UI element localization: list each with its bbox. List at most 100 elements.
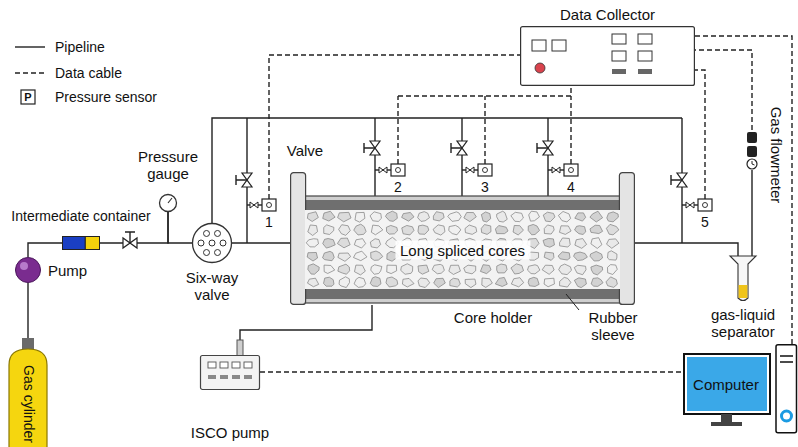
gauge-dial (160, 195, 177, 212)
pipeline (168, 212, 192, 243)
rock-grain (371, 225, 382, 235)
callout-number: 2 (394, 179, 402, 195)
rock-grain (560, 277, 571, 287)
rock-grain (497, 211, 508, 222)
rock-grain (401, 264, 413, 274)
rock-grain (418, 225, 429, 234)
collector-display (552, 40, 566, 51)
pump-button (232, 375, 240, 379)
rock-grain (307, 212, 318, 222)
collector-lamp (535, 63, 545, 73)
rock-grain (511, 212, 524, 221)
rock-grain (482, 278, 493, 287)
rock-grain (464, 265, 476, 274)
rock-grain (511, 264, 524, 274)
rock-grain (324, 225, 334, 235)
callout-number: 3 (481, 179, 489, 195)
rock-grain (353, 251, 366, 261)
pressure-sensor (262, 199, 276, 211)
rock-grain (529, 211, 540, 221)
pressure-sensor (478, 164, 492, 176)
rock-grain (574, 278, 586, 288)
rock-grain (387, 265, 397, 273)
rock-grain (308, 225, 318, 236)
rock-grain (544, 252, 554, 260)
rock-grain (354, 239, 365, 248)
rock-grain (370, 212, 381, 222)
container-fluid-part (85, 237, 99, 250)
pressure-sensor (564, 164, 578, 176)
flowmeter-hands (752, 161, 755, 165)
legend-text: Pressure sensor (55, 89, 157, 105)
flowmeter-dial (747, 159, 757, 169)
pipeline (212, 118, 682, 223)
data-collector-outline (520, 26, 695, 86)
pump-display (220, 362, 228, 368)
rock-grain (559, 264, 572, 275)
rock-grain (590, 251, 603, 261)
rock-grain (575, 239, 587, 249)
rock-grain (338, 212, 351, 221)
pump-probe (237, 340, 243, 356)
collector-switch (638, 69, 652, 74)
collector-display (638, 51, 652, 61)
rock-grain (464, 213, 476, 222)
rock-grain (591, 278, 603, 287)
data-cable (398, 86, 571, 96)
rock-grain (402, 278, 414, 287)
sensor-dial (396, 168, 401, 173)
rock-grain (402, 225, 414, 234)
valve-port (215, 250, 221, 256)
rock-grain (402, 212, 414, 221)
data-cable (484, 96, 485, 164)
rock-grain (354, 224, 366, 235)
rock-grain (449, 265, 461, 274)
sensor-dial (569, 168, 574, 173)
rock-grain (323, 239, 335, 249)
small-valve (250, 202, 258, 208)
gas-liquid-separator-outline (730, 256, 756, 302)
core-holder: Core holderLong spliced cores (290, 172, 635, 305)
data-cable (695, 36, 792, 344)
sensor-dial (483, 168, 488, 173)
rock-grain (433, 225, 445, 235)
pump-button (220, 375, 228, 379)
valve-handle (537, 143, 548, 153)
rock-grain (337, 238, 350, 248)
pressure-gauge: Pressure gauge (159, 194, 177, 212)
rock-grain (543, 238, 554, 247)
pipeline (232, 242, 290, 243)
rock-grain (591, 238, 602, 249)
collector-display (612, 51, 626, 61)
rock-grain (559, 226, 571, 235)
legend-sensor-sample (21, 90, 35, 104)
node-label: Gas cylinder (20, 365, 37, 443)
valve-handle (236, 175, 247, 185)
flowmeter-block (747, 132, 757, 143)
rock-grain (307, 278, 318, 287)
rock-grain (575, 226, 586, 235)
callout-number: 5 (701, 214, 709, 230)
rock-grain (591, 265, 603, 275)
six-way-valve-outline (192, 223, 232, 263)
pipeline (635, 243, 738, 256)
data-cable (695, 70, 705, 199)
rock-grain (306, 239, 318, 247)
node-label: Computer (693, 376, 759, 393)
rock-grain (308, 264, 319, 274)
gas-flowmeter-outline (743, 130, 761, 170)
rock-grain (607, 239, 619, 248)
valve-handle (364, 143, 375, 153)
pipeline (374, 118, 375, 196)
valve-port (198, 240, 204, 246)
core-ground (305, 210, 620, 289)
pump-highlight (20, 262, 28, 270)
valve-port (220, 240, 226, 246)
rock-grain (495, 226, 508, 234)
rock-grain (575, 213, 586, 221)
rock-grain (450, 278, 461, 287)
rock-grain (608, 251, 617, 260)
pressure-sensor (391, 164, 405, 176)
valve-handle (125, 232, 135, 243)
separator-funnel (730, 256, 756, 301)
